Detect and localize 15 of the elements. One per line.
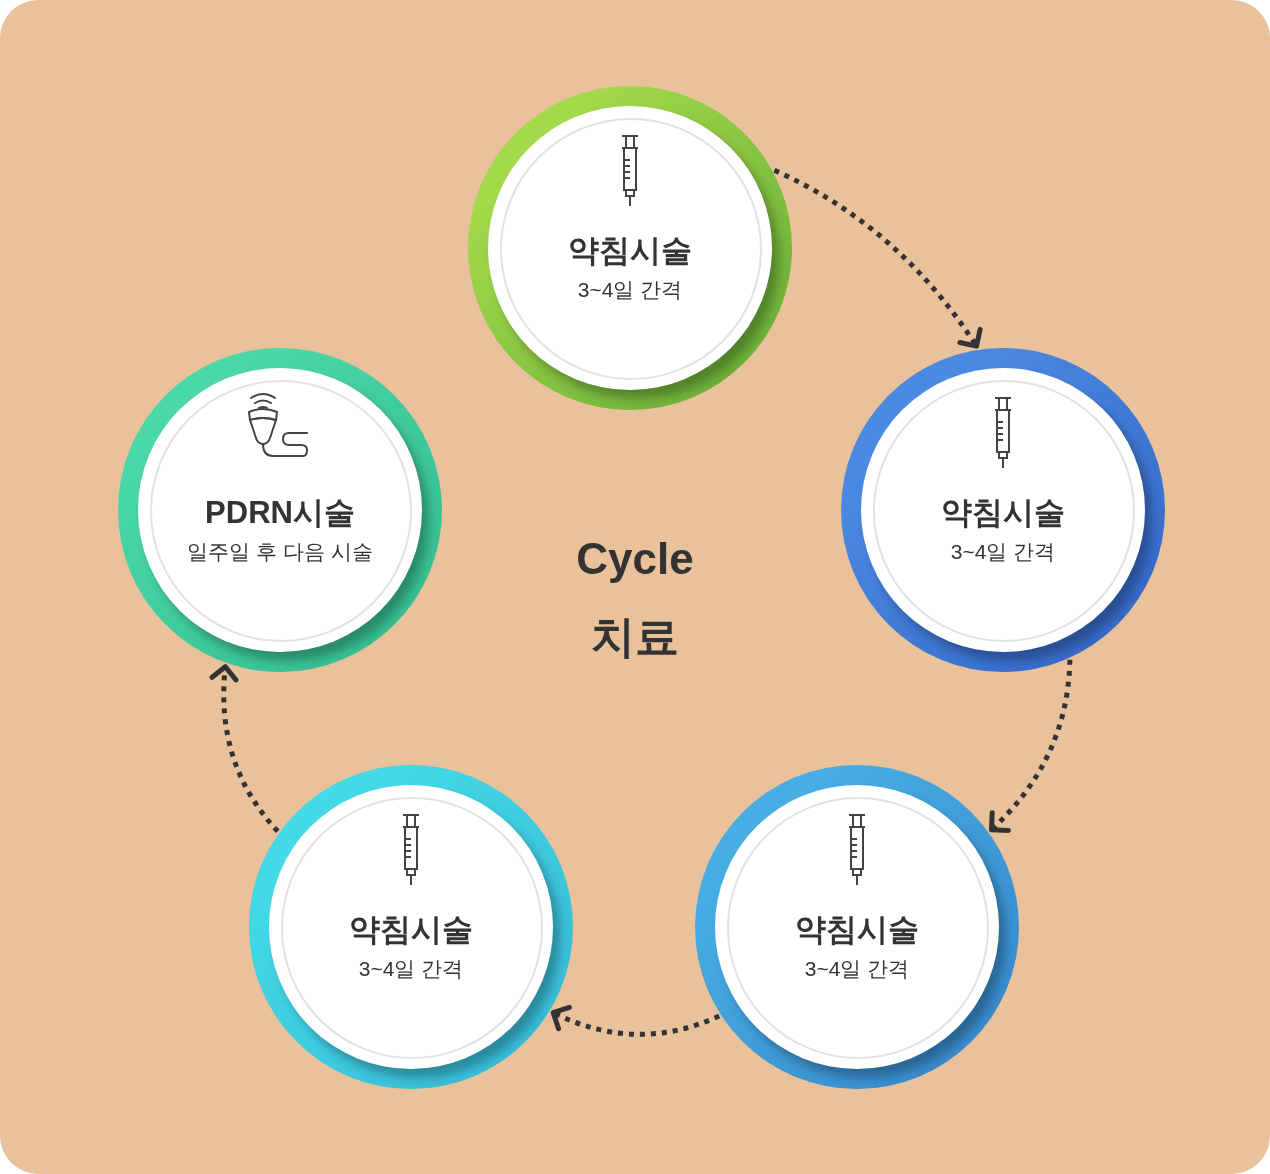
step-note: 일주일 후 다음 시술 (187, 540, 373, 563)
step-title: 약침시술 (795, 912, 919, 947)
center-title: Cycle 치료 (575, 533, 695, 663)
step-title: 약침시술 (941, 495, 1065, 530)
dotted-arrow (989, 659, 1073, 833)
step-title: PDRN시술 (205, 495, 355, 530)
step-note: 3~4일 간격 (358, 957, 464, 980)
step-note: 3~4일 간격 (804, 957, 910, 980)
dotted-arrow (550, 1004, 721, 1037)
step-note: 3~4일 간격 (950, 540, 1056, 563)
dotted-arrow (209, 664, 280, 833)
step-title: 약침시술 (568, 233, 692, 268)
dotted-arrow (773, 168, 983, 349)
step-title: 약침시술 (349, 912, 473, 947)
step-note: 3~4일 간격 (577, 278, 683, 301)
